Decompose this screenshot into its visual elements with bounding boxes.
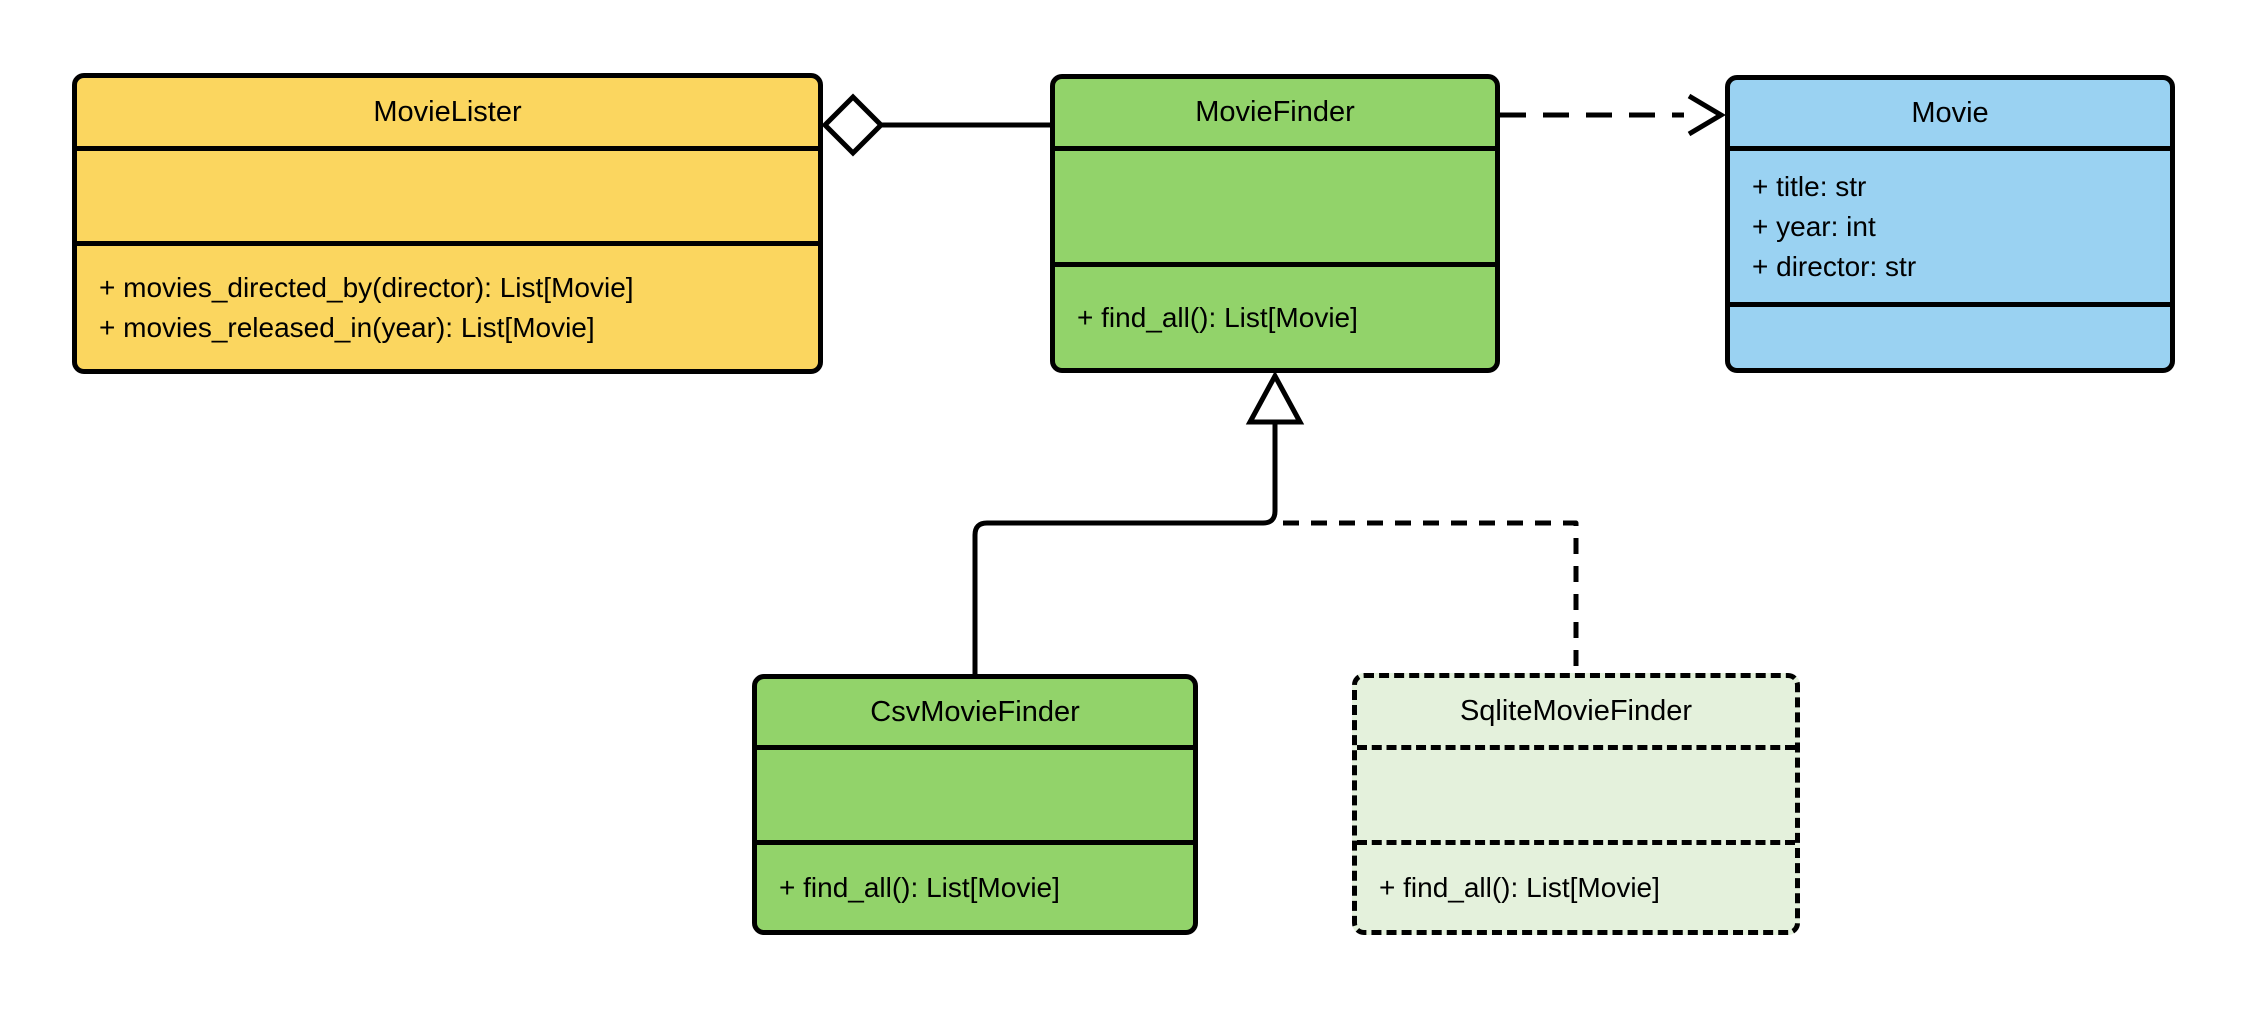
aggregation-diamond-icon [821,93,885,157]
method-entry: + movies_released_in(year): List[Movie] [99,311,595,343]
dependency-open-arrow-icon [1687,93,1726,137]
class-csvmoviefinder-title: CsvMovieFinder [870,695,1080,728]
class-moviefinder-attributes-compartment [1055,146,1495,262]
method-entry: + find_all(): List[Movie] [1077,301,1358,333]
class-sqlitemoviefinder: SqliteMovieFinder + find_all(): List[Mov… [1352,673,1800,935]
attribute-entry: + title: str [1752,170,1867,202]
aggregation-movielister-moviefinder [821,93,1050,157]
class-moviefinder: MovieFinder + find_all(): List[Movie] [1050,74,1500,373]
class-movie: Movie + title: str + year: int + directo… [1725,75,2175,373]
method-entry: + find_all(): List[Movie] [779,871,1060,903]
generalization-triangle-icon [1245,370,1305,425]
generalization-solid-line [972,422,1278,674]
class-csvmoviefinder-attributes-compartment [757,745,1193,840]
attribute-entry: + year: int [1752,210,1876,242]
class-csvmoviefinder-methods-compartment: + find_all(): List[Movie] [757,840,1193,930]
class-movielister-title: MovieLister [373,95,522,128]
class-sqlitemoviefinder-attributes-compartment [1357,745,1795,840]
class-movie-title: Movie [1911,96,1989,129]
dependency-moviefinder-movie [1500,93,1726,137]
class-sqlitemoviefinder-title: SqliteMovieFinder [1459,695,1693,727]
class-movie-attributes-compartment: + title: str + year: int + director: str [1730,146,2170,302]
class-movie-methods-compartment [1730,302,2170,368]
class-moviefinder-title: MovieFinder [1195,96,1355,128]
class-movielister-attributes-compartment [77,146,818,241]
class-moviefinder-methods-compartment: + find_all(): List[Movie] [1055,262,1495,368]
method-entry: + movies_directed_by(director): List[Mov… [99,271,634,303]
attribute-entry: + director: str [1752,250,1917,282]
class-movielister-methods-compartment: + movies_directed_by(director): List[Mov… [77,241,818,369]
class-movielister: MovieLister + movies_directed_by(directo… [72,73,823,374]
generalization-dashed-line [1283,520,1579,673]
class-sqlitemoviefinder-methods-compartment: + find_all(): List[Movie] [1357,840,1795,930]
class-csvmoviefinder: CsvMovieFinder + find_all(): List[Movie] [752,674,1198,935]
generalization-csvmoviefinder-moviefinder [972,370,1305,674]
generalization-sqlitemoviefinder-moviefinder [1283,520,1579,673]
method-entry: + find_all(): List[Movie] [1379,871,1660,903]
